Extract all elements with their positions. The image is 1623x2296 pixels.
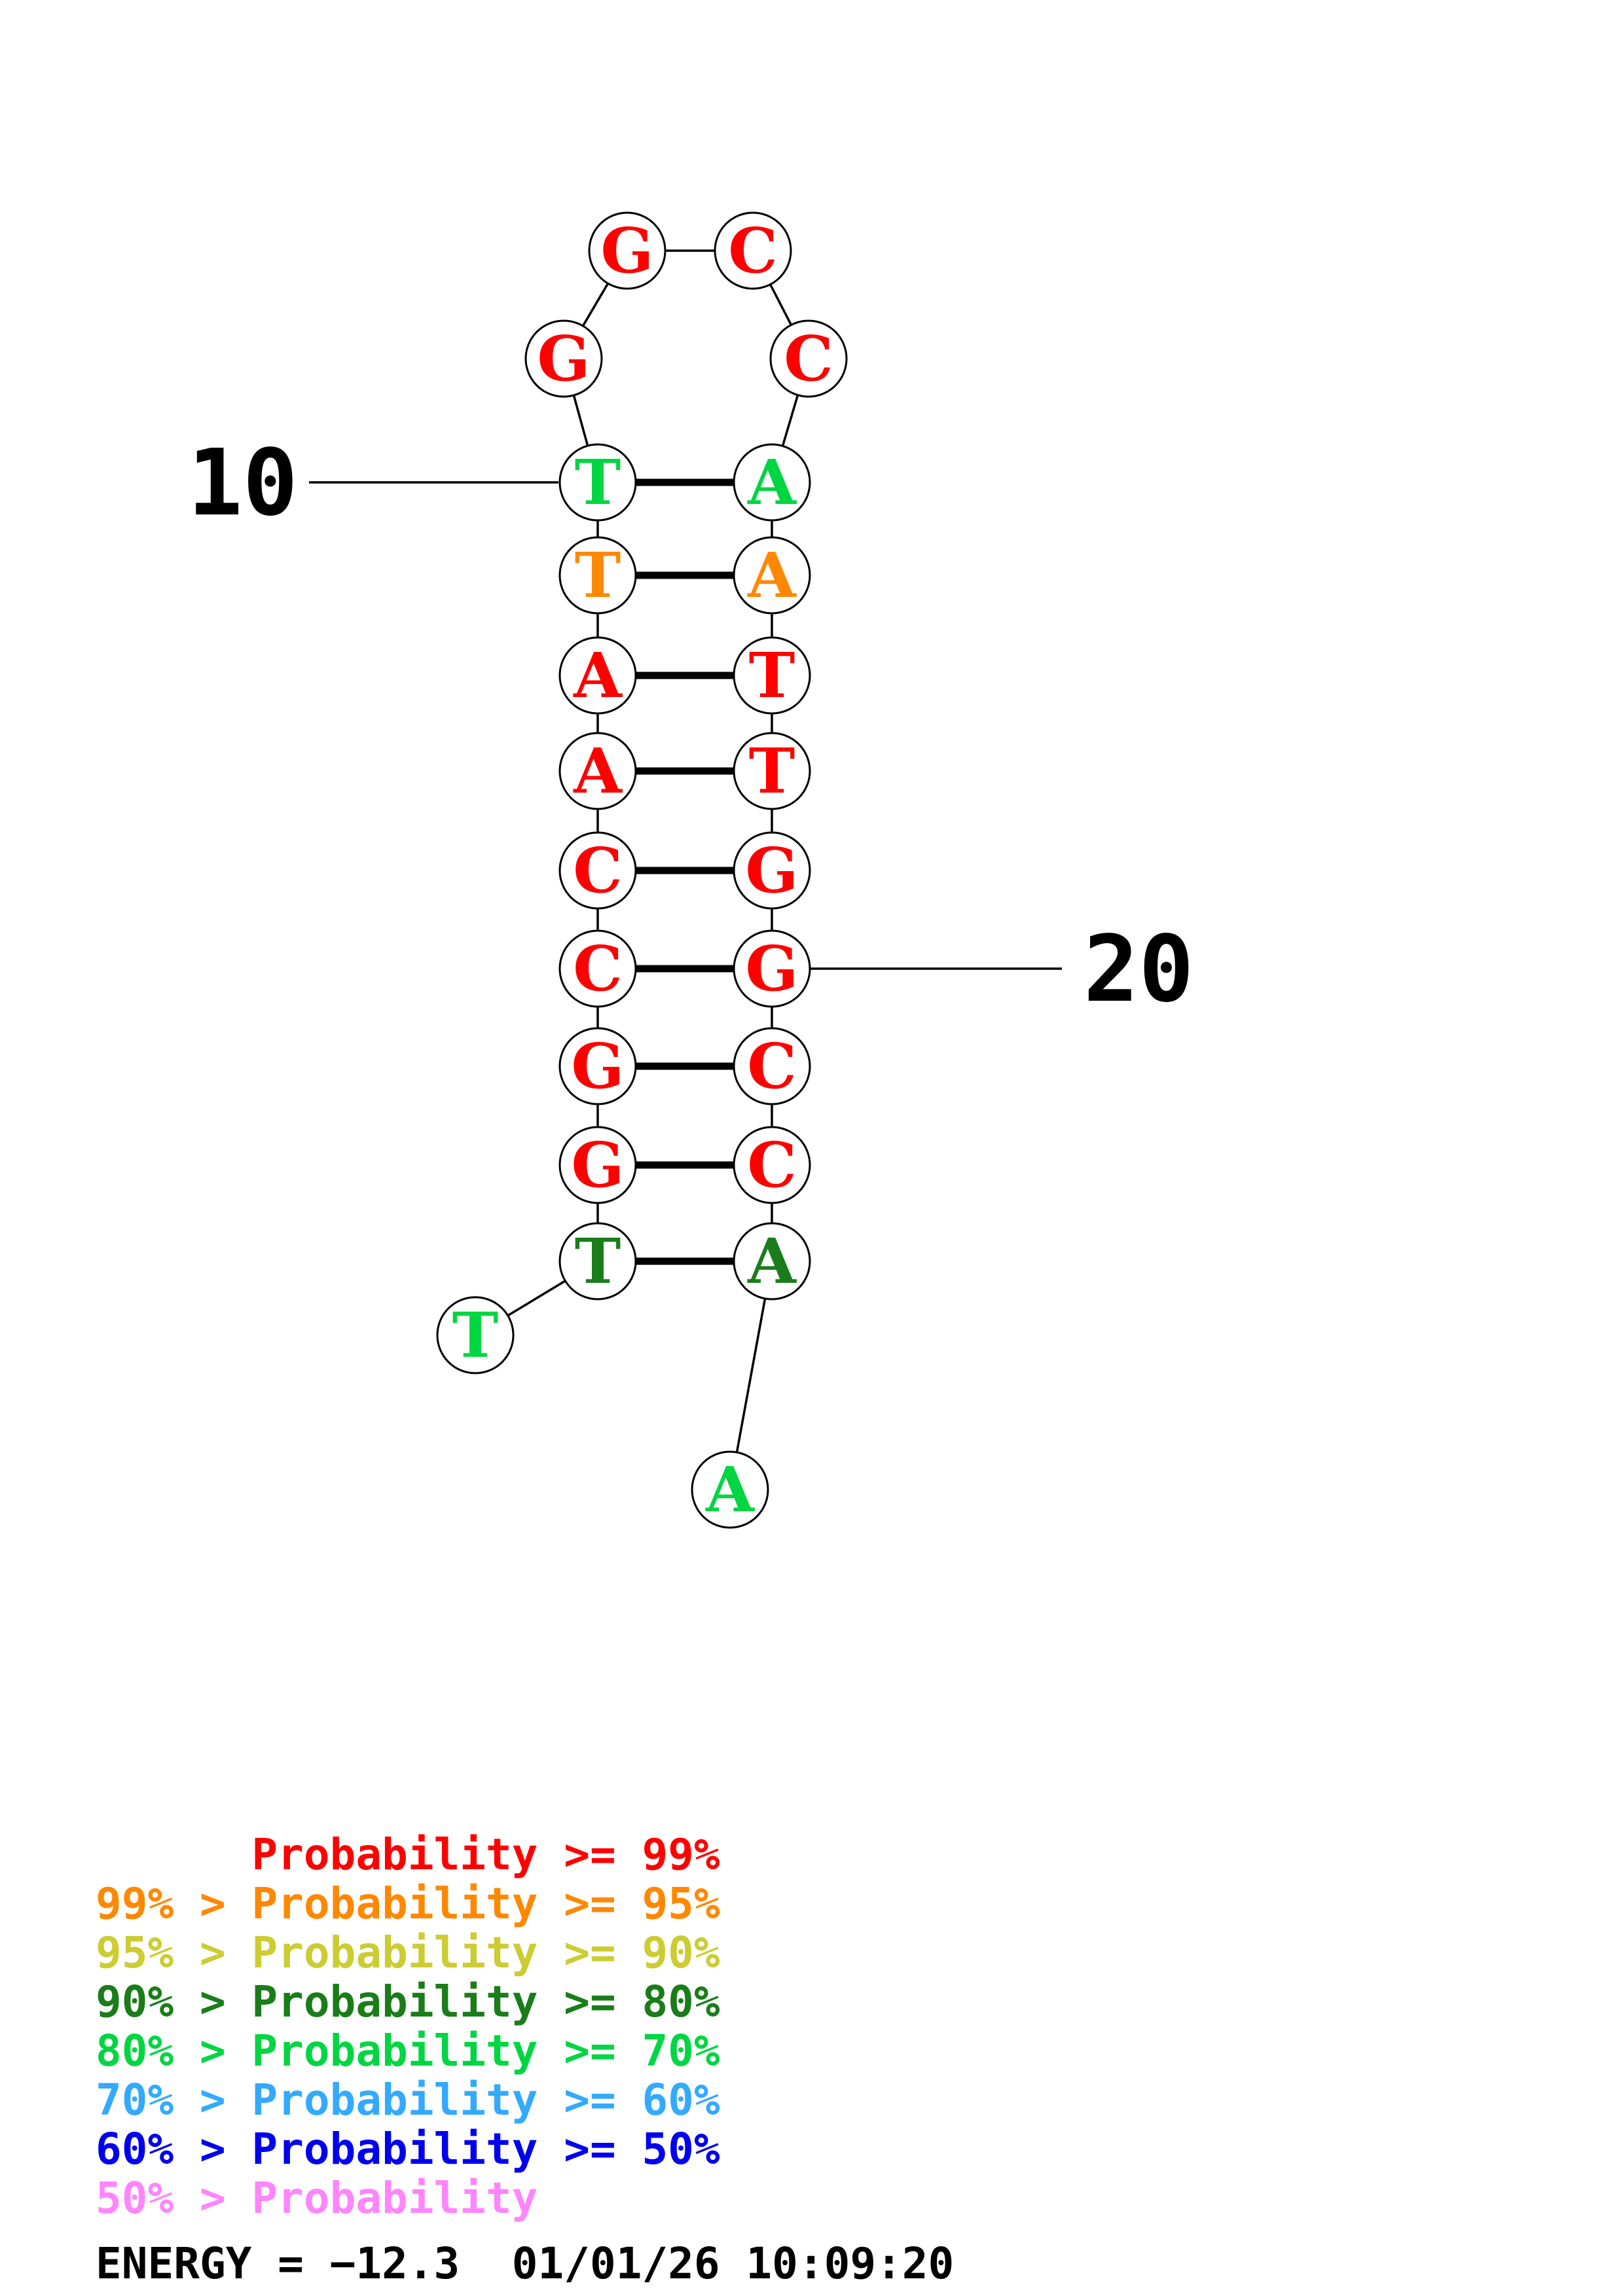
nucleotide-circle [733, 831, 811, 910]
nucleotide-letter: T [575, 446, 621, 519]
nucleotide-G-12: G [588, 211, 666, 290]
nucleotide-letter: A [705, 1454, 755, 1526]
nucleotide-letter: G [745, 933, 798, 1005]
nucleotide-circle [558, 536, 637, 615]
nucleotide-circle [558, 1126, 637, 1204]
nucleotide-circle [733, 1126, 811, 1204]
nucleotide-circle [733, 636, 811, 715]
nucleotide-letter: T [575, 539, 621, 612]
nucleotide-circle [524, 319, 603, 398]
nucleotide-letter: G [571, 1129, 624, 1202]
nucleotide-circle [558, 443, 637, 522]
nucleotide-circle [733, 443, 811, 522]
nucleotide-C-13: C [714, 211, 792, 290]
nucleotide-letter: C [728, 215, 778, 287]
nucleotide-letter: C [573, 834, 623, 907]
nucleotide-circle [558, 732, 637, 810]
nucleotide-letter: T [749, 639, 795, 712]
nucleotide-A-16: A [733, 536, 811, 615]
nucleotide-G-4: G [558, 1027, 637, 1105]
nucleotide-A-8: A [558, 636, 637, 715]
position-label-20: 20 [1084, 916, 1194, 1023]
nucleotide-letter: G [745, 834, 798, 907]
nucleotide-circle [691, 1450, 769, 1529]
nucleotide-C-6: C [558, 831, 637, 910]
position-label-10: 10 [187, 430, 298, 537]
legend-item: 80% > Probability >= 70% [96, 2026, 720, 2076]
nucleotide-A-23: A [733, 1222, 811, 1300]
nucleotide-circle [436, 1296, 515, 1374]
nucleotide-circle [558, 636, 637, 715]
nucleotide-circle [733, 536, 811, 615]
nucleotide-letter: A [747, 539, 797, 612]
nucleotide-G-20: G [733, 929, 811, 1008]
nucleotide-letter: T [452, 1299, 499, 1372]
nucleotide-C-21: C [733, 1027, 811, 1105]
legend-item: 90% > Probability >= 80% [96, 1977, 720, 2027]
nucleotide-A-24: A [691, 1450, 769, 1529]
nucleotide-circle [769, 319, 848, 398]
nucleotide-letter: C [747, 1030, 797, 1103]
nucleotide-circle [733, 1222, 811, 1300]
nucleotide-letter: A [747, 446, 797, 519]
nucleotide-letter: A [573, 639, 623, 712]
legend-item: Probability >= 99% [96, 1829, 720, 1880]
nucleotide-letter: G [537, 323, 590, 395]
nucleotide-circle [558, 1027, 637, 1105]
legend-item: 99% > Probability >= 95% [96, 1878, 720, 1929]
nucleotide-letter: C [573, 933, 623, 1005]
nucleotide-T-17: T [733, 636, 811, 715]
legend-item: 50% > Probability [96, 2173, 538, 2223]
nucleotide-circle [558, 831, 637, 910]
nucleotide-C-14: C [769, 319, 848, 398]
nucleotide-circle [733, 732, 811, 810]
energy-readout: ENERGY = −12.3 01/01/26 10:09:20 [96, 2238, 955, 2289]
nucleotide-T-10: T [558, 443, 637, 522]
nucleotide-T-18: T [733, 732, 811, 810]
nucleotide-C-5: C [558, 929, 637, 1008]
nucleotide-letter: T [575, 1225, 621, 1298]
nucleotide-G-11: G [524, 319, 603, 398]
nucleotide-T-2: T [558, 1222, 637, 1300]
legend-item: 95% > Probability >= 90% [96, 1928, 720, 1978]
probability-legend: Probability >= 99%99% > Probability >= 9… [96, 1830, 720, 2223]
nucleotide-T-1: T [436, 1296, 515, 1374]
nucleotide-letter: A [573, 735, 623, 808]
nucleotide-A-15: A [733, 443, 811, 522]
nucleotide-circle [558, 1222, 637, 1300]
nucleotide-circle [714, 211, 792, 290]
nucleotide-circle [588, 211, 666, 290]
nucleotide-C-22: C [733, 1126, 811, 1204]
nucleotide-letter: C [747, 1129, 797, 1202]
nucleotide-letter: T [749, 735, 795, 808]
nucleotide-circle [733, 929, 811, 1008]
nucleotide-letter: A [747, 1225, 797, 1298]
nucleotide-G-3: G [558, 1126, 637, 1204]
nucleotide-A-7: A [558, 732, 637, 810]
nucleotide-G-19: G [733, 831, 811, 910]
nucleotide-circle [558, 929, 637, 1008]
nucleotide-T-9: T [558, 536, 637, 615]
nucleotide-letter: G [571, 1030, 624, 1103]
legend-item: 60% > Probability >= 50% [96, 2124, 720, 2174]
nucleotide-circle [733, 1027, 811, 1105]
nucleotide-letter: C [784, 323, 833, 395]
legend-item: 70% > Probability >= 60% [96, 2075, 720, 2125]
nucleotide-letter: G [600, 215, 653, 287]
